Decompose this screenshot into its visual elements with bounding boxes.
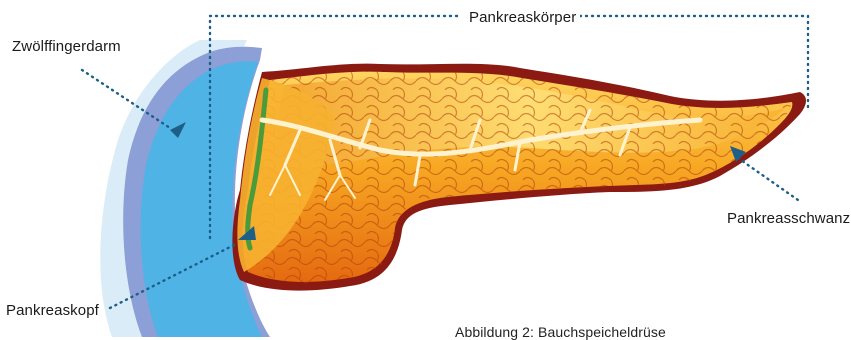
- pancreas-shape: [170, 64, 806, 291]
- duodenum-label: Zwölffingerdarm: [12, 38, 121, 55]
- pancreas-body-label: Pankreaskörper: [465, 9, 580, 26]
- pancreas-tail-label: Pankreasschwanz: [727, 210, 850, 227]
- pancreas-head-label: Pankreaskopf: [6, 302, 99, 319]
- figure-caption: Abbildung 2: Bauchspeicheldrüse: [455, 324, 666, 340]
- tail-leader-line: [738, 158, 798, 200]
